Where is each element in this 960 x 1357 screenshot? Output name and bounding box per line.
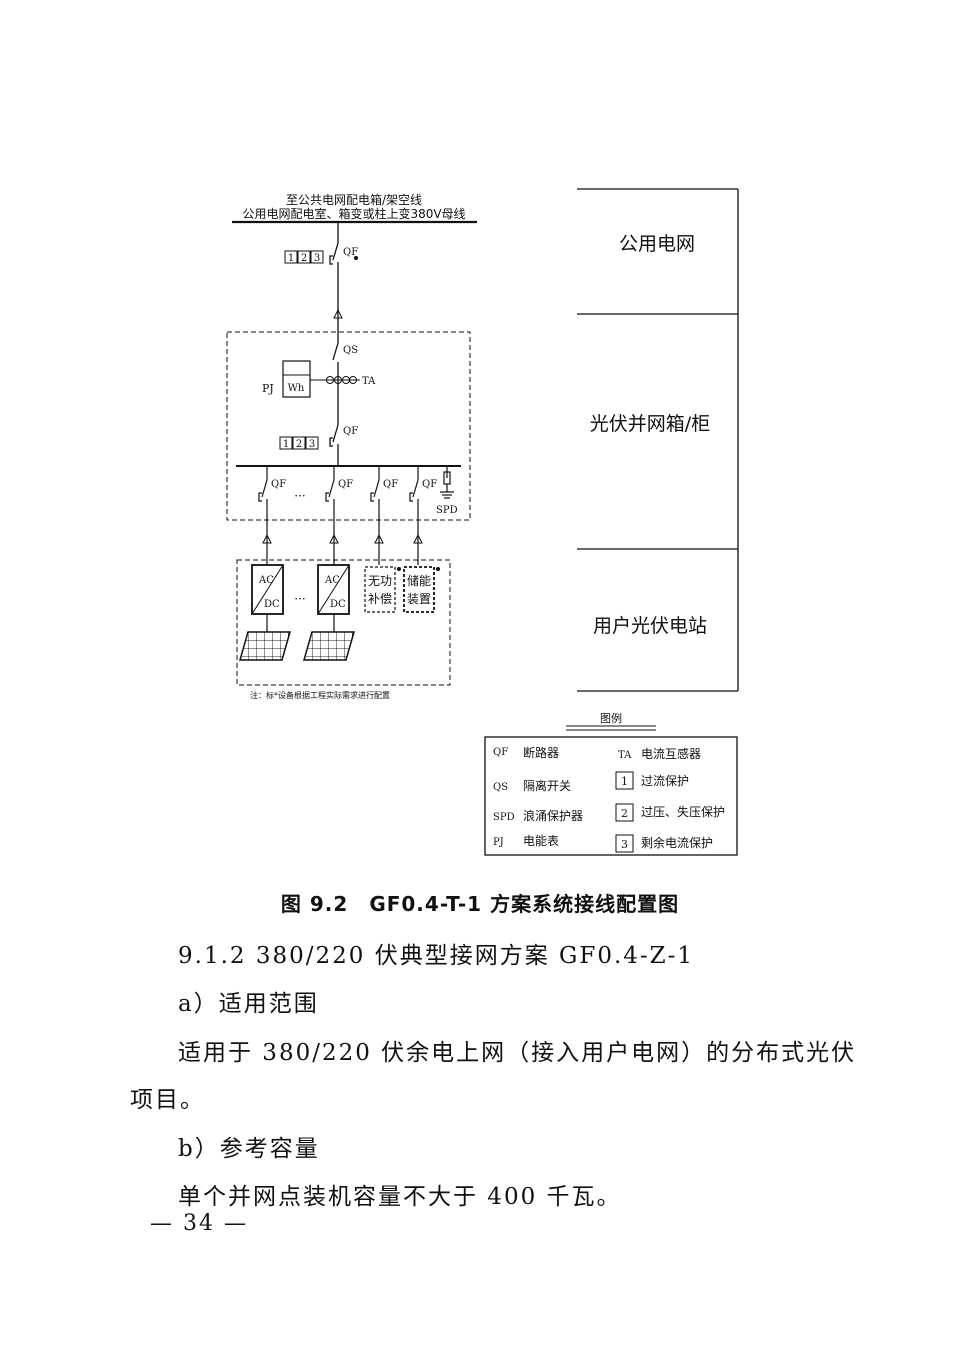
svg-text:AC: AC [324,575,340,586]
reactive-compensation: 无功 补偿 [364,566,401,613]
qf-label-f1: QF [271,479,286,490]
ellipsis-breakers: ··· [294,489,305,503]
legend-title: 图例 [600,711,622,725]
svg-text:AC: AC [258,575,274,586]
svg-text:DC: DC [264,599,280,610]
user-pv-box [236,559,451,686]
svg-text:储能: 储能 [407,573,431,588]
legend-label-pj: 电能表 [523,834,559,848]
pv-grid-box [226,331,471,521]
paragraph-a-line-1: 适用于 380/220 伏余电上网（接入用户电网）的分布式光伏 [178,1040,857,1066]
feeder-arrows [262,533,423,544]
wh-label: Wh [288,383,305,394]
zone-public-grid: 公用电网 [619,233,695,255]
spd-label: SPD [436,505,458,516]
qf-label-mid: QF [343,426,358,437]
paragraph-a-line-2: 项目。 [130,1087,205,1113]
pj-label: PJ [262,382,274,395]
legend-label-prot-3: 剩余电流保护 [641,835,713,850]
svg-text:2: 2 [301,253,307,264]
legend-label-prot-1: 过流保护 [641,774,689,788]
page-number: — 34 — [150,1211,248,1236]
legend-num-3: 3 [621,838,628,851]
subsection-b-heading: b）参考容量 [178,1136,320,1162]
zone-user-pv-station: 用户光伏电站 [593,615,707,637]
qf-label-f2: QF [338,479,353,490]
protection-boxes-upper: 1 2 3 [284,250,324,264]
qs-label: QS [343,345,358,356]
legend-label-qf: 断路器 [523,745,559,760]
ta-label: TA [362,376,376,387]
legend-label-spd: 浪涌保护器 [523,808,583,823]
legend-code-qf: QF [493,747,508,758]
energy-meter [282,360,311,398]
svg-text:无功: 无功 [368,574,392,588]
feeder-breakers [258,466,454,565]
legend-code-pj: PJ [493,837,504,848]
zone-pv-grid-box: 光伏并网箱/柜 [590,413,710,435]
protection-boxes-mid: 1 2 3 [279,436,319,450]
ellipsis-inverters: ··· [294,592,305,606]
legend-box [484,736,738,856]
legend-code-qs: QS [493,782,508,793]
svg-text:1: 1 [283,439,289,450]
svg-text:3: 3 [309,439,315,450]
qf-label-upper: QF [343,247,358,258]
arrow-up-main [333,308,343,319]
legend-label-qs: 隔离开关 [523,778,571,793]
diagram-note: 注：标*设备根据工程实际需求进行配置 [250,690,390,700]
inverter-1: AC DC [251,564,284,615]
main-feeder [329,222,339,466]
inverter-2: AC DC [317,564,350,615]
legend-label-prot-2: 过压、失压保护 [641,804,725,819]
svg-text:2: 2 [296,439,302,450]
configurable-dot-upper [354,256,358,260]
subsection-a-heading: a）适用范围 [178,991,319,1017]
section-heading: 9.1.2 380/220 伏典型接网方案 GF0.4-Z-1 [178,943,695,969]
pv-panel-1 [239,614,291,661]
top-label-2: 公用电网配电室、箱变或柱上变380V母线 [242,206,465,221]
paragraph-b: 单个并网点装机容量不大于 400 千瓦。 [178,1184,622,1210]
energy-storage: 储能 装置 [403,566,440,613]
zone-column [577,188,739,692]
svg-text:DC: DC [330,599,346,610]
svg-text:装置: 装置 [407,592,431,606]
top-label-1: 至公共电网配电箱/架空线 [286,192,422,207]
current-transformer [318,376,360,384]
legend-num-1: 1 [621,775,628,788]
qf-label-f4: QF [422,479,437,490]
svg-text:3: 3 [314,253,320,264]
svg-text:补偿: 补偿 [368,591,392,606]
legend-code-spd: SPD [493,812,515,823]
pv-panel-2 [303,614,355,661]
legend-num-2: 2 [621,807,628,820]
wiring-diagram: 至公共电网配电箱/架空线 公用电网配电室、箱变或柱上变380V母线 QF 1 2… [226,188,739,856]
svg-text:1: 1 [288,253,294,264]
figure-caption: 图 9.2 GF0.4-T-1 方案系统接线配置图 [280,892,680,916]
legend-label-ta: 电流互感器 [641,746,701,761]
legend-code-ta: TA [618,750,632,761]
qf-label-f3: QF [383,479,398,490]
